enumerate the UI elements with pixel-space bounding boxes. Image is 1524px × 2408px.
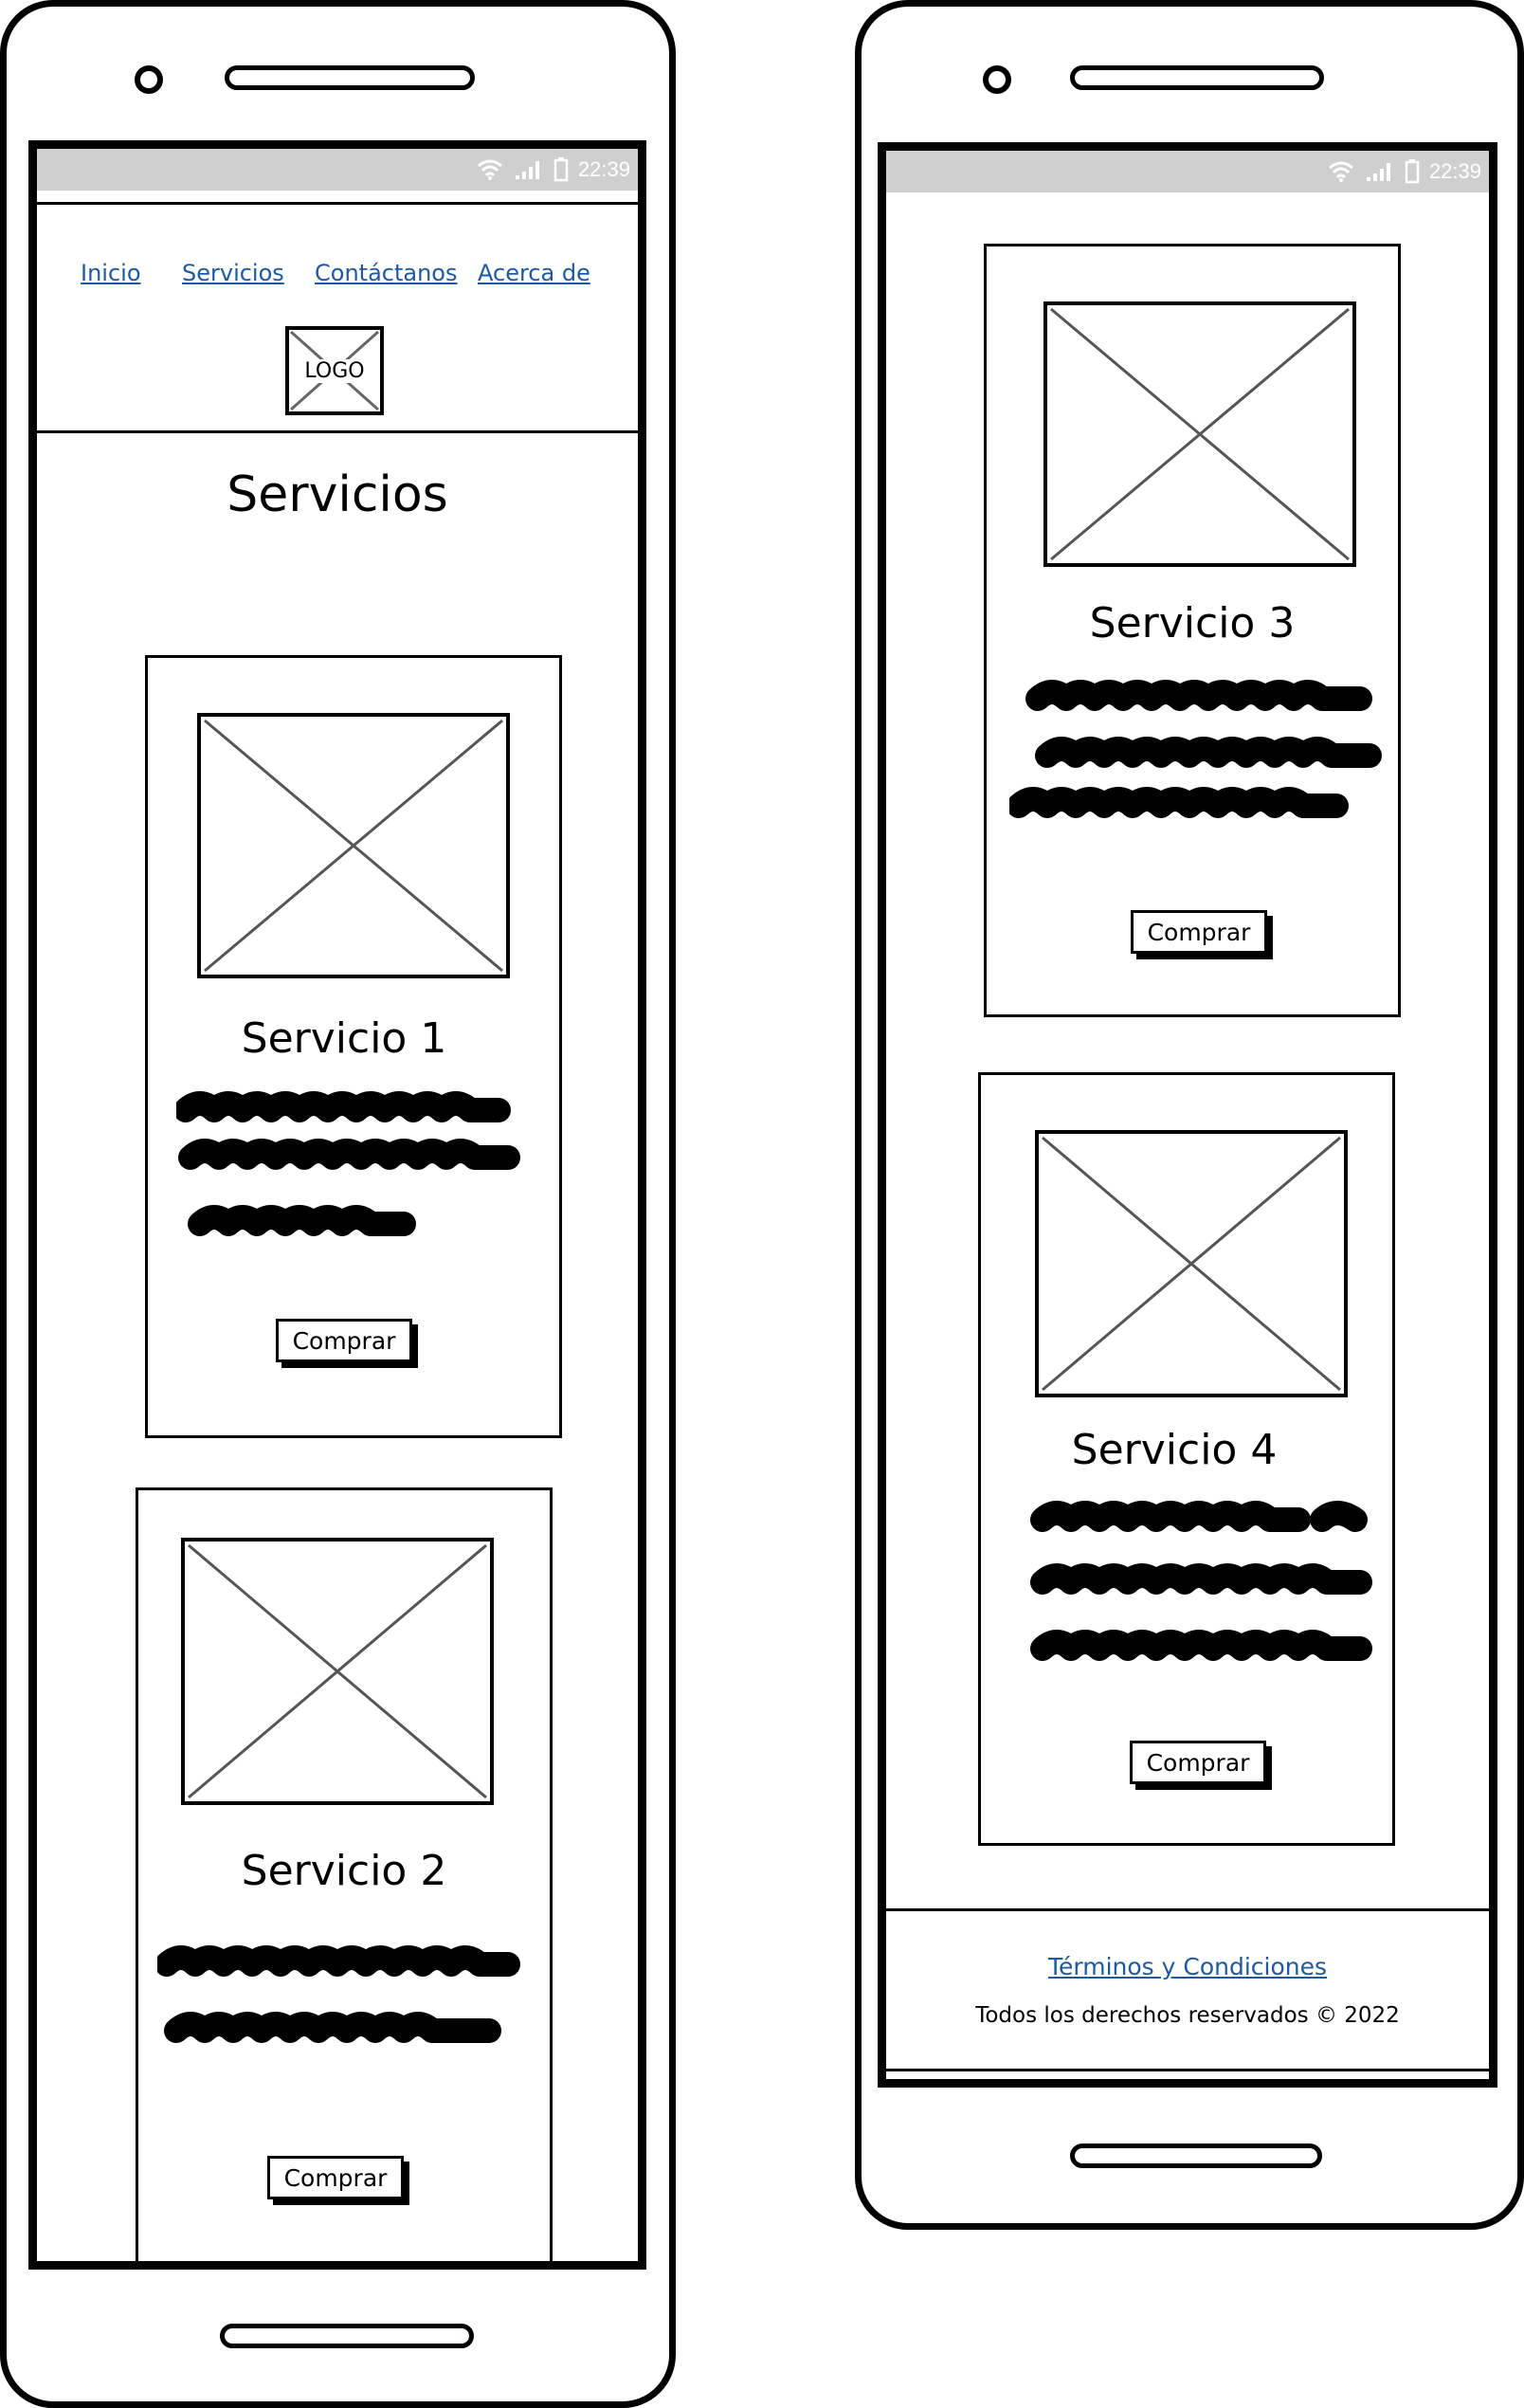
image-placeholder <box>197 713 510 978</box>
image-placeholder <box>181 1538 494 1805</box>
service-title: Servicio 3 <box>1089 599 1296 648</box>
service-card-4: Servicio 4 Comprar <box>978 1072 1395 1846</box>
wifi-icon <box>1328 161 1353 182</box>
right-phone-screen: 22:39 Servicio 3 Comprar Servicio <box>878 142 1497 2088</box>
image-placeholder-icon <box>1050 307 1350 561</box>
service-card-1: Servicio 1 Comprar <box>145 655 562 1438</box>
nav-link-servicios[interactable]: Servicios <box>182 260 284 286</box>
speaker-icon <box>225 65 475 90</box>
logo[interactable]: LOGO <box>285 326 384 415</box>
logo-label: LOGO <box>302 358 367 383</box>
home-button[interactable] <box>1070 2143 1322 2168</box>
buy-button[interactable]: Comprar <box>1130 1741 1266 1784</box>
copyright-text: Todos los derechos reservados © 2022 <box>975 2003 1400 2028</box>
service-title: Servicio 2 <box>241 1847 447 1895</box>
page-title: Servicios <box>227 466 448 523</box>
battery-icon <box>553 157 569 182</box>
speaker-icon <box>1070 65 1324 90</box>
image-placeholder <box>1043 301 1356 567</box>
buy-button[interactable]: Comprar <box>1131 910 1267 954</box>
left-phone-screen: 22:39 Inicio Servicios Contáctanos Acerc… <box>28 140 646 2270</box>
terms-link[interactable]: Términos y Condiciones <box>1047 1953 1328 1980</box>
signal-icon <box>1366 163 1390 181</box>
image-placeholder-icon <box>204 719 503 973</box>
image-placeholder-icon <box>188 1543 487 1799</box>
footer: Términos y Condiciones Todos los derecho… <box>886 1908 1489 2071</box>
nav-link-acerca-de[interactable]: Acerca de <box>478 260 590 286</box>
image-placeholder <box>1035 1130 1348 1397</box>
text-placeholder-scribble <box>1030 1501 1372 1661</box>
camera-icon <box>983 65 1011 94</box>
buy-button[interactable]: Comprar <box>276 1319 412 1362</box>
wifi-icon <box>477 159 502 180</box>
service-card-2: Servicio 2 Comprar <box>136 1487 553 2261</box>
status-bar: 22:39 <box>886 151 1489 192</box>
status-time: 22:39 <box>577 157 630 181</box>
home-button[interactable] <box>220 2324 474 2348</box>
service-title: Servicio 4 <box>1071 1426 1278 1474</box>
camera-icon <box>135 65 163 94</box>
service-card-3: Servicio 3 Comprar <box>984 244 1401 1017</box>
service-title: Servicio 1 <box>241 1014 447 1063</box>
buy-button[interactable]: Comprar <box>267 2156 404 2199</box>
text-placeholder-scribble <box>157 1945 520 2043</box>
nav-link-contactanos[interactable]: Contáctanos <box>315 260 458 286</box>
image-placeholder-icon <box>1042 1136 1341 1392</box>
text-placeholder-scribble <box>1009 680 1382 818</box>
nav-link-inicio[interactable]: Inicio <box>81 260 141 286</box>
text-placeholder-scribble <box>176 1091 520 1236</box>
signal-icon <box>515 161 539 179</box>
status-bar: 22:39 <box>37 149 638 191</box>
battery-icon <box>1405 159 1420 184</box>
header-nav: Inicio Servicios Contáctanos Acerca de L… <box>37 202 638 433</box>
status-time: 22:39 <box>1428 159 1481 183</box>
